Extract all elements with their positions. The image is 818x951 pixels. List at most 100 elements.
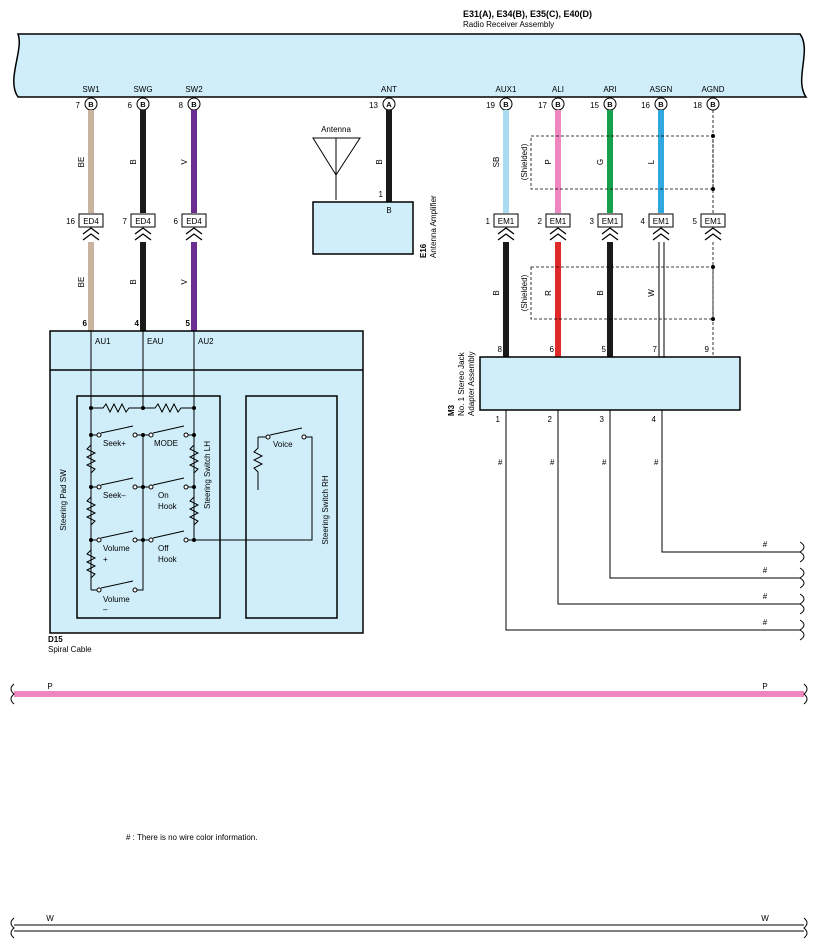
wire-label-be: BE	[77, 157, 86, 168]
terminal-label: AGND	[701, 85, 724, 94]
jack-name-1: No. 1 Stereo Jack	[457, 351, 466, 416]
footnote: # : There is no wire color information.	[126, 833, 257, 842]
switch-label: Hook	[158, 502, 178, 511]
connector-arrow	[185, 227, 203, 241]
receiver-name: Radio Receiver Assembly	[463, 20, 554, 29]
switch-label: On	[158, 491, 169, 500]
connector-em1-1: 1 EM1	[486, 213, 519, 241]
node-dot	[192, 433, 196, 437]
resistor-right-2	[188, 496, 200, 526]
node-dot	[141, 406, 145, 410]
shield-node	[711, 187, 715, 191]
terminal-label: SW2	[185, 85, 203, 94]
jack-bottom-pin: 3	[600, 415, 605, 424]
node-dot	[141, 538, 145, 542]
switch-label: MODE	[154, 439, 178, 448]
node-dot	[141, 485, 145, 489]
shield-node	[711, 134, 715, 138]
connector-name: EM1	[550, 217, 567, 226]
hash-mark: #	[763, 566, 768, 575]
switch-label: Volume	[103, 595, 130, 604]
connector-box	[597, 213, 623, 228]
terminal-label: ANT	[381, 85, 397, 94]
p-bus-brackets	[10, 683, 808, 705]
node-dot	[89, 433, 93, 437]
shielded-label-lower: (Shielded)	[520, 274, 529, 311]
jack-bottom-pin: 2	[548, 415, 553, 424]
antenna-icon	[312, 137, 361, 200]
antenna-amplifier-box	[312, 201, 414, 255]
w-bus: W W	[10, 914, 808, 939]
node-dot	[141, 433, 145, 437]
radio-receiver-assembly: E31(A), E34(B), E35(C), E40(D) Radio Rec…	[13, 9, 808, 98]
connector-pin: 4	[641, 217, 646, 226]
terminal-pin: 17	[538, 101, 547, 110]
connector-name: ED4	[186, 217, 202, 226]
terminal-asgn: ASGN 16 B	[641, 85, 673, 111]
w-bus-brackets	[10, 917, 808, 939]
node-dot	[89, 538, 93, 542]
resistor-left-3	[85, 549, 97, 579]
wire-continuation-brackets	[799, 541, 805, 641]
terminal-sw1: SW1 7 B	[76, 85, 100, 111]
switch-label: Seek–	[103, 491, 126, 500]
terminal-pin: 6	[128, 101, 133, 110]
shield-upper	[530, 135, 714, 190]
switch-label: Hook	[158, 555, 178, 564]
switch-seek-minus: Seek–	[91, 477, 143, 500]
connector-pin: 3	[590, 217, 595, 226]
terminal-pin: 16	[641, 101, 650, 110]
p-bus: P P	[10, 682, 808, 705]
resistor-top-1	[91, 402, 143, 414]
node-dot	[89, 485, 93, 489]
node-dot	[192, 485, 196, 489]
shield-node	[711, 265, 715, 269]
antenna-amplifier-name: Antenna Amplifier	[429, 195, 438, 258]
connector-ed4-7: 7 ED4	[123, 213, 156, 241]
switch-voice: Voice	[194, 427, 313, 541]
jack-code: M3	[447, 404, 456, 416]
node-dot	[192, 406, 196, 410]
connector-em1-4: 4 EM1	[641, 213, 674, 241]
antenna-label: Antenna	[321, 125, 351, 134]
wire-label-l: L	[647, 159, 656, 164]
terminal-connector: B	[555, 100, 561, 109]
switch-label: Off	[158, 544, 169, 553]
jack-output-wires	[505, 410, 800, 631]
hash-mark: #	[602, 458, 607, 467]
connector-arrow	[134, 227, 152, 241]
steering-switch-lh-box	[76, 395, 221, 619]
resistor-left-1	[85, 444, 97, 474]
terminal-label: ARI	[603, 85, 616, 94]
connector-name: EM1	[705, 217, 722, 226]
stereo-jack-box	[479, 356, 741, 411]
connector-box	[493, 213, 519, 228]
wire-label-b: B	[129, 279, 138, 284]
terminal-connector: B	[658, 100, 664, 109]
connector-arrow	[549, 227, 567, 241]
hash-mark: #	[654, 458, 659, 467]
connector-name: EM1	[653, 217, 670, 226]
connector-ed4-6: 6 ED4	[174, 213, 207, 241]
resistor-voice	[252, 437, 264, 490]
wire-label-v: V	[180, 159, 189, 165]
spiral-cable: 6 4 5 AU1 EAU AU2 D15 Spiral Cable Steer…	[48, 319, 364, 654]
terminal-agnd: AGND 18 B	[693, 85, 725, 111]
steering-switch-rh-label: Steering Switch RH	[321, 475, 330, 545]
terminal-pin: 7	[76, 101, 81, 110]
terminal-label: AUX1	[496, 85, 517, 94]
jack-name-2: Adapter Assembly	[467, 352, 476, 416]
hash-mark: #	[763, 592, 768, 601]
p-bus-label-left: P	[47, 682, 52, 691]
wire-label-b: B	[596, 290, 605, 295]
p-bus-label-right: P	[762, 682, 767, 691]
receiver-terminals: SW1 7 B SWG 6 B SW2 8 B ANT 13 A AUX1 19	[76, 85, 725, 111]
switch-label: +	[103, 555, 108, 564]
antenna-amplifier-wire: B	[386, 206, 391, 215]
jack-top-pin: 5	[602, 345, 607, 354]
node-dot	[89, 406, 93, 410]
shield-lower	[530, 266, 714, 320]
jack-top-pin: 6	[550, 345, 555, 354]
connector-box	[78, 213, 104, 228]
